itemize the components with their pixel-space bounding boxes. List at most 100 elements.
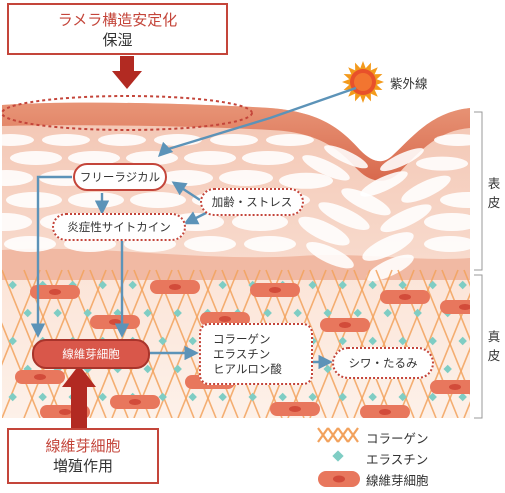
- flow-arrows: [30, 86, 357, 370]
- elastin-dot: [158, 336, 167, 346]
- elastin-dot: [8, 336, 17, 346]
- epidermis-cell: [184, 236, 236, 252]
- epidermis-label-text: 表皮: [487, 176, 501, 210]
- legend-icons: [317, 427, 360, 487]
- collagen-fiber: [441, 269, 470, 419]
- epidermis-cell: [360, 171, 408, 197]
- elastin-dot: [428, 280, 437, 290]
- epidermis-cell: [434, 134, 470, 146]
- elastin-dot: [458, 392, 467, 402]
- node-free-radical: フリーラジカル: [73, 163, 167, 191]
- epidermis-label: 表皮: [486, 174, 502, 212]
- fibroblast-nucleus: [289, 406, 301, 412]
- elastin-dot: [398, 280, 407, 290]
- node-matrix-hyaluronic: ヒアルロン酸: [213, 361, 282, 376]
- dermis-label-text: 真皮: [487, 329, 501, 363]
- callout-lamellar-line1: ラメラ構造安定化: [57, 11, 178, 29]
- fibroblast-nucleus: [339, 322, 351, 328]
- epidermis-cell: [298, 216, 350, 246]
- fibroblast-nucleus: [399, 294, 411, 300]
- fibroblast-nucleus: [449, 384, 461, 390]
- epidermis-cell: [424, 236, 470, 252]
- epidermis-cell: [362, 232, 414, 261]
- collagen-fiber: [287, 269, 349, 419]
- epidermis-cell: [424, 213, 470, 231]
- epidermis-cell: [68, 151, 120, 165]
- epidermis-cell: [68, 192, 124, 208]
- elastin-dot: [173, 364, 182, 374]
- epidermis-cell: [6, 192, 62, 208]
- epidermis-cell: [2, 134, 34, 146]
- fibroblast-nucleus: [59, 409, 71, 415]
- epidermis-cell: [184, 151, 236, 165]
- elastin-dot: [428, 392, 437, 402]
- dermis-label: 真皮: [486, 327, 502, 365]
- legend-collagen-label: コラーゲン: [366, 431, 429, 446]
- epidermis-cell: [380, 204, 432, 233]
- node-matrix: コラーゲン エラスチン ヒアルロン酸: [199, 323, 313, 385]
- elastin-dot: [323, 308, 332, 318]
- elastin-dot: [413, 308, 422, 318]
- elastin-dot: [383, 308, 392, 318]
- surface-highlight: [1, 95, 253, 131]
- elastin-dot: [293, 308, 302, 318]
- epidermis-cell: [324, 145, 368, 169]
- elastin-dot: [443, 364, 452, 374]
- elastin-dot: [188, 336, 197, 346]
- epidermis-cell: [306, 242, 354, 269]
- epidermis-cell: [401, 175, 451, 203]
- epidermis-cell: [244, 236, 296, 252]
- elastin-dot: [8, 280, 17, 290]
- collagen-fiber: [155, 269, 217, 419]
- epidermis-cell: [279, 172, 333, 189]
- elastin-dot: [338, 280, 347, 290]
- callout-fibroblast-line1: 線維芽細胞: [45, 437, 121, 455]
- collagen-icon: [317, 427, 359, 443]
- elastin-dot: [368, 336, 377, 346]
- fibroblast-icon: [318, 471, 360, 487]
- elastin-dot: [458, 336, 467, 346]
- epidermis-cell: [159, 170, 213, 186]
- elastin-dot: [248, 392, 257, 402]
- epidermis-cell: [2, 213, 32, 231]
- fibroblast-nucleus: [129, 399, 141, 405]
- elastin-dot: [8, 392, 17, 402]
- epidermis-cell: [380, 148, 424, 172]
- fibroblast-nucleus: [219, 316, 231, 322]
- callout-lamellar-line2: 保湿: [102, 31, 133, 49]
- elastin-dot: [398, 392, 407, 402]
- uv-label: 紫外線: [390, 76, 428, 91]
- fibroblast-nucleus: [459, 304, 470, 310]
- top-red-arrow: [112, 56, 142, 89]
- elastin-dot: [98, 392, 107, 402]
- epidermis-cell: [219, 170, 273, 186]
- elastin-dot: [218, 392, 227, 402]
- epidermis-cell: [98, 134, 146, 146]
- node-cytokine: 炎症性サイトカイン: [52, 213, 186, 241]
- fibroblast-nucleus: [49, 289, 61, 295]
- elastin-dot: [368, 392, 377, 402]
- elastin-dot: [143, 308, 152, 318]
- epidermis-cell: [42, 134, 90, 146]
- fibroblast-nucleus: [269, 287, 281, 293]
- callout-fibroblast: 線維芽細胞 増殖作用: [7, 428, 159, 484]
- sun-icon: [342, 61, 384, 103]
- epidermis-cell: [266, 134, 314, 146]
- epidermis-cell: [10, 151, 62, 165]
- collagen-fiber: [309, 269, 371, 419]
- epidermis-cell: [416, 156, 468, 171]
- collagen-fiber: [2, 269, 41, 419]
- elastin-dot: [473, 309, 481, 317]
- elastin-dot: [98, 280, 107, 290]
- node-wrinkle: シワ・たるみ: [332, 347, 434, 379]
- elastin-dot: [398, 336, 407, 346]
- elastin-dot: [428, 336, 437, 346]
- bottom-red-arrow: [62, 365, 96, 430]
- collagen-fiber: [133, 269, 195, 419]
- elastin-dot: [278, 392, 287, 402]
- legend-elastin-label: エラスチン: [366, 452, 429, 467]
- callout-fibroblast-line2: 増殖作用: [52, 457, 113, 475]
- epidermis-cell: [318, 202, 370, 230]
- elastin-dot: [158, 392, 167, 402]
